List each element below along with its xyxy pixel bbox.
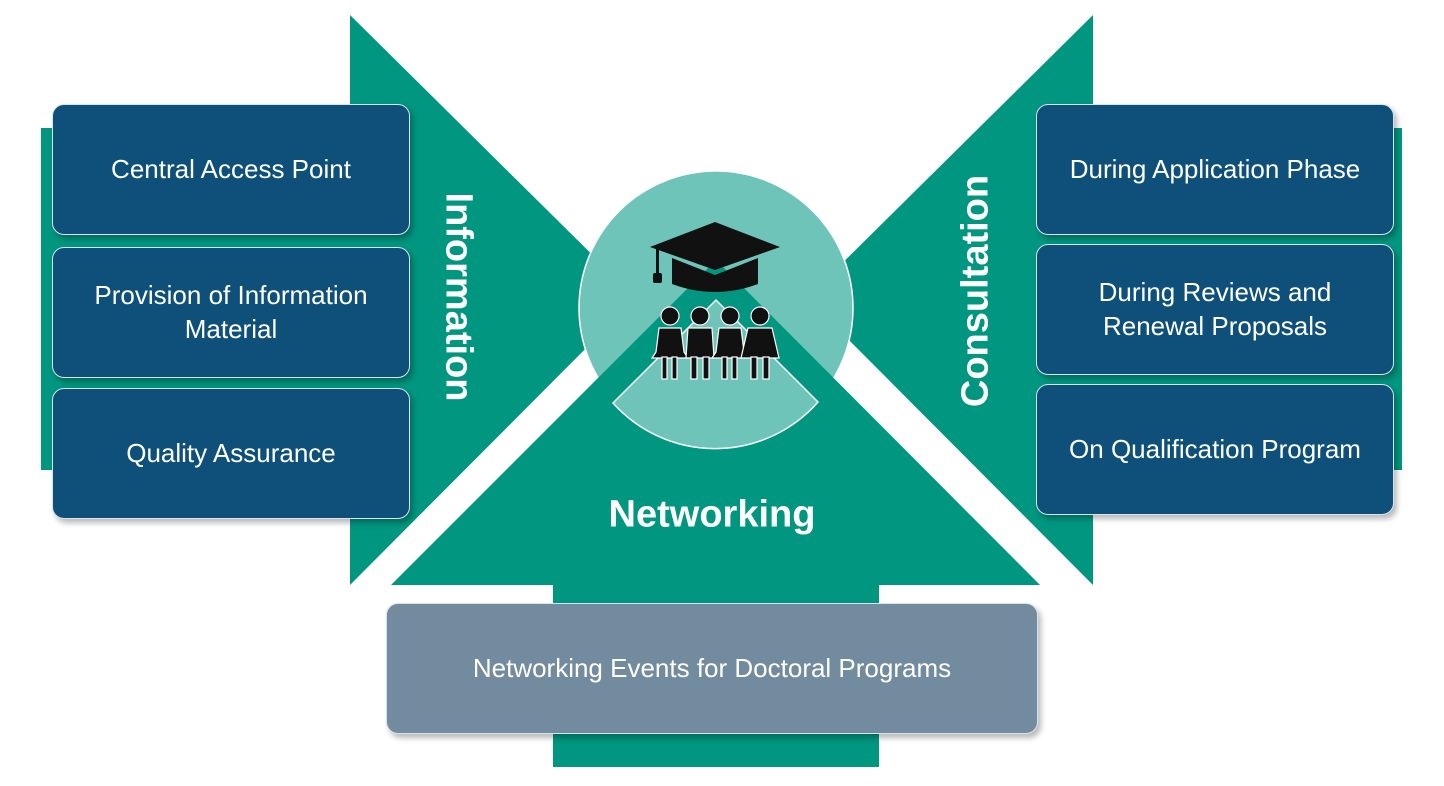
information-item-label: Central Access Point <box>111 153 351 184</box>
graduation-cap-icon <box>650 222 780 292</box>
consultation-item-during-reviews-and-renewal-proposals: During Reviews and Renewal Proposals <box>1036 244 1394 375</box>
information-item-label: Provision of Information Material <box>94 279 368 344</box>
information-item-provision-of-information-material: Provision of Information Material <box>52 247 410 378</box>
consultation-item-during-application-phase: During Application Phase <box>1036 104 1394 235</box>
networking-item-events-for-doctoral-programs: Networking Events for Doctoral Programs <box>386 603 1038 734</box>
consultation-arrow-head <box>807 15 1093 585</box>
consultation-item-label: During Application Phase <box>1069 153 1361 184</box>
consultation-label: Consultation <box>954 174 997 408</box>
networking-item-label: Networking Events for Doctoral Programs <box>472 652 952 683</box>
people-group-icon <box>650 306 780 380</box>
consultation-item-label: On Qualification Program <box>1069 433 1361 464</box>
networking-label: Networking <box>608 493 816 536</box>
information-item-label: Quality Assurance <box>126 437 336 468</box>
center-circle-overlay <box>611 298 820 450</box>
consultation-item-on-qualification-program: On Qualification Program <box>1036 384 1394 515</box>
information-item-central-access-point: Central Access Point <box>52 104 410 235</box>
consultation-item-label: During Reviews and Renewal Proposals <box>1098 276 1332 341</box>
information-item-quality-assurance: Quality Assurance <box>52 388 410 519</box>
information-label: Information <box>437 192 480 402</box>
information-arrow-head <box>350 15 636 585</box>
